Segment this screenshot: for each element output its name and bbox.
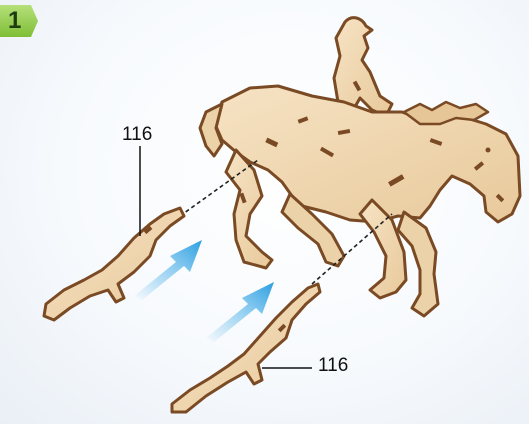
part-label-116-bottom: 116 [318,355,348,377]
part-116-bottom [172,284,320,412]
horse-rider-model [200,18,520,316]
part-116-top [44,208,184,320]
part-label-116-top: 116 [122,124,152,146]
